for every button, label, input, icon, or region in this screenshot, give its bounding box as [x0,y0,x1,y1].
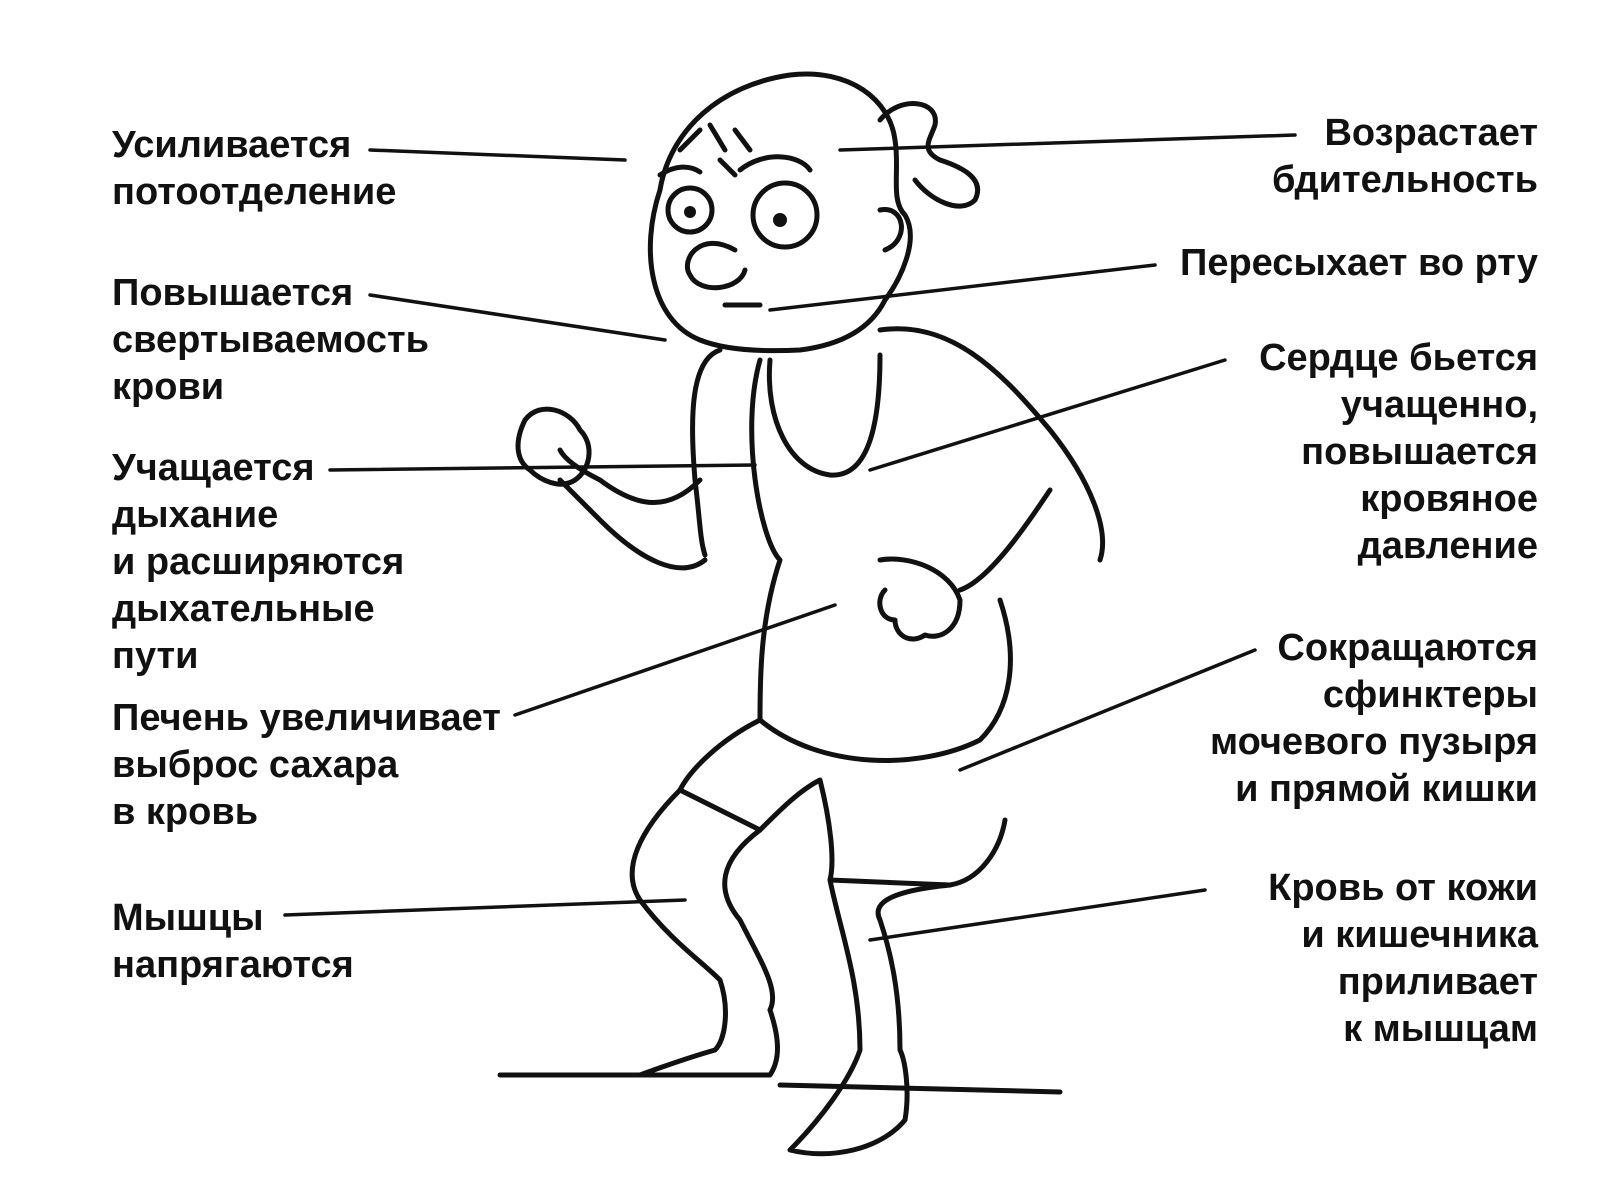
ground-lines [497,1072,1063,1095]
label-blood: Кровь от кожи и кишечника приливает к мы… [1268,867,1538,1050]
label-mouth: Пересыхает во рту [1180,242,1538,284]
torso-drawing [690,326,1106,763]
label-sweat: Усиливается потоотделение [112,124,397,213]
label-breathing: Учащается дыхание и расширяются дыхатель… [112,447,405,677]
label-liver: Печень увеличивает выброс сахара в кровь [112,697,501,833]
arm-drawing [515,406,708,571]
head-drawing [647,71,980,354]
leader-lines-right [768,133,1297,942]
label-sphincters: Сокращаются сфинктеры мочевого пузыря и … [1209,627,1538,810]
legs-drawing [629,717,1008,1157]
label-muscles: Мышцы напрягаются [112,897,354,986]
leader-lines-left [283,148,837,917]
label-heart: Сердце бьется учащенно, повышается кровя… [1259,337,1538,567]
label-clotting: Повышается свертываемость крови [112,272,429,408]
label-alertness: Возрастает бдительность [1271,112,1538,201]
